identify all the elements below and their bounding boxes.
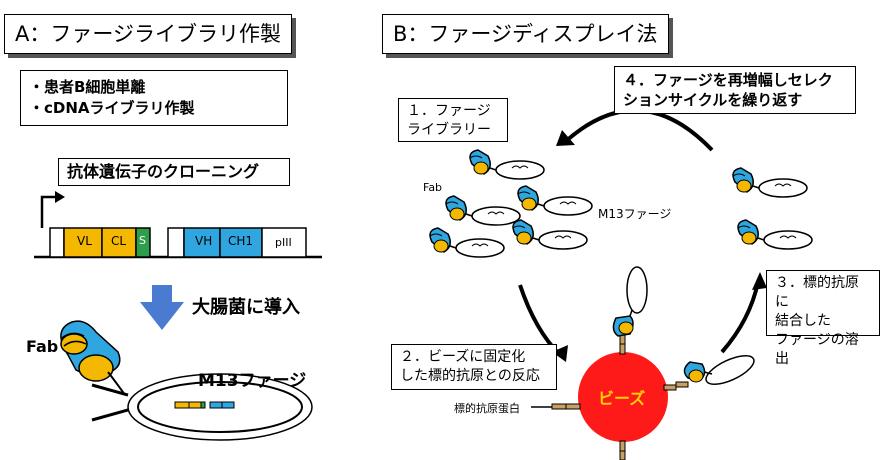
step4-line2: ションサイクルを繰り返す	[623, 91, 803, 109]
phage-label-b: M13ファージ	[598, 207, 672, 221]
vl-label: VL	[77, 234, 92, 248]
step-isolate-b-cells: ・患者B細胞単離	[29, 78, 146, 96]
step-cdna-library: ・cDNAライブラリ作製	[29, 99, 195, 117]
gene-piii	[261, 227, 307, 258]
cloning-label: 抗体遺伝子のクローニング	[58, 158, 290, 186]
phage-icon	[469, 149, 545, 180]
vh-label: VH	[195, 234, 213, 248]
gene-s	[135, 227, 151, 258]
panel-a-title: A：ファージライブラリ作製	[4, 14, 292, 54]
fab-label-a: Fab	[26, 337, 59, 356]
phage-icon	[429, 227, 505, 258]
step2-line1: ２．ビーズに固定化	[400, 349, 526, 365]
step1-line1: １．ファージ	[407, 103, 491, 119]
ch1-label: CH1	[228, 234, 254, 248]
cl-label: CL	[111, 234, 127, 248]
phage-label-a: M13ファージ	[198, 371, 307, 391]
transfer-label: 大腸菌に導入	[192, 297, 300, 318]
step4-box: ４．ファージを再増幅しセレク ションサイクルを繰り返す	[614, 66, 856, 114]
promoter-arrowhead-icon	[55, 191, 65, 203]
phage-a-icon	[91, 373, 313, 441]
bound-phage-right-icon	[683, 355, 755, 385]
step3-line2: 結合した	[775, 313, 831, 329]
s-label: S	[139, 234, 146, 247]
antigen-icons	[551, 333, 689, 460]
phage-icon	[517, 185, 593, 216]
step3-line3: ファージの溶出	[775, 332, 859, 367]
step1-line2: ライブラリー	[407, 122, 491, 138]
phage-icon	[732, 167, 808, 198]
fab-a-icon	[60, 320, 126, 396]
antigen-label: 標的抗原蛋白	[454, 402, 520, 415]
step1-box: １．ファージ ライブラリー	[398, 98, 508, 142]
step4-line1: ４．ファージを再増幅しセレク	[623, 71, 833, 89]
steps-box: ・患者B細胞単離 ・cDNAライブラリ作製	[20, 70, 288, 126]
step2-line2: した標的抗原との反応	[400, 368, 540, 384]
bead-label: ビーズ	[598, 389, 646, 408]
piii-label: pIII	[275, 236, 292, 249]
step3-line1: ３．標的抗原に	[775, 275, 859, 310]
bead-icon	[578, 352, 668, 442]
phage-icon	[512, 219, 588, 250]
bound-phage-top-icon	[612, 266, 648, 337]
fab-label-b: Fab	[423, 181, 443, 194]
transfer-arrow-icon	[140, 285, 184, 330]
step3-box: ３．標的抗原に 結合した ファージの溶出	[766, 270, 880, 367]
step2-box: ２．ビーズに固定化 した標的抗原との反応	[391, 344, 557, 390]
phage-icon	[737, 219, 813, 250]
promoter-arrow-icon	[40, 195, 56, 228]
phage-icon	[445, 195, 521, 226]
panel-b-title: B：ファージディスプレイ法	[382, 14, 669, 54]
